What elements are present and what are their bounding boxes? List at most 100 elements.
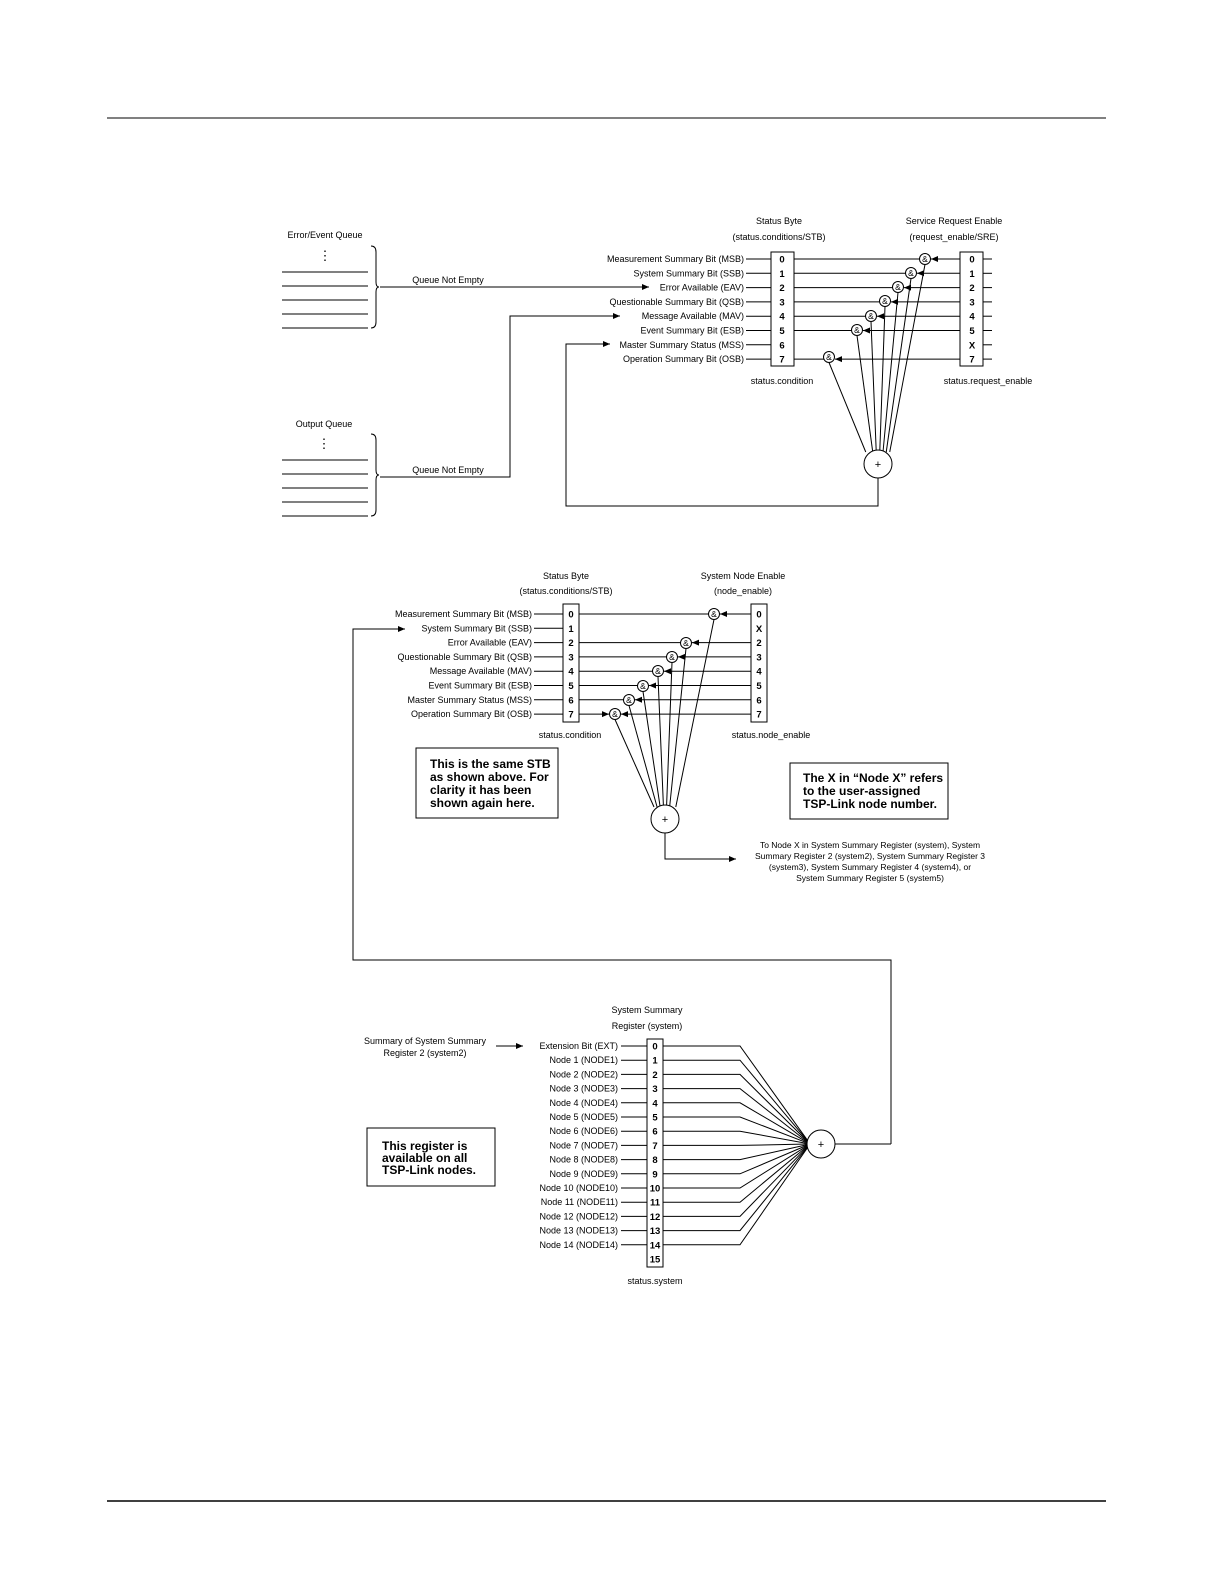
ssr-bit-number-4: 4 <box>652 1098 658 1109</box>
node-stb-bit-number-1: 1 <box>568 624 574 635</box>
ssr-fan-1 <box>663 1059 809 1142</box>
ssr-bit-number-13: 13 <box>650 1226 661 1237</box>
ssr-bit-number-0: 0 <box>652 1042 657 1053</box>
stb-bit-label-5: Event Summary Bit (ESB) <box>640 326 744 336</box>
stb-bit-number-5: 5 <box>779 326 785 337</box>
ssr-register <box>646 1038 664 1268</box>
status-byte-section: Status Byte (status.conditions/STB) Serv… <box>282 216 1032 517</box>
sre-bit-number-0: 0 <box>969 255 974 266</box>
status-system-caption: status.system <box>627 1276 682 1286</box>
node-and-gate-6-symbol: & <box>626 695 632 705</box>
node-enable-subtitle: (node_enable) <box>714 586 772 596</box>
ssr-bit-number-15: 15 <box>650 1255 661 1266</box>
ssr-bit-number-10: 10 <box>650 1184 661 1195</box>
node-stb-bit-label-3: Questionable Summary Bit (QSB) <box>397 652 532 662</box>
gate-to-or-3 <box>879 306 886 453</box>
status-node-enable-caption: status.node_enable <box>732 730 811 740</box>
node-enable-bit-number-5: 5 <box>756 681 762 692</box>
stb-bit-label-3: Questionable Summary Bit (QSB) <box>609 297 744 307</box>
node-stb-bit-number-5: 5 <box>568 681 574 692</box>
status-byte-subtitle: (status.conditions/STB) <box>732 232 825 242</box>
sre-bit-number-2: 2 <box>969 283 974 294</box>
ssr-to-ssb-link <box>352 626 892 1144</box>
ssr-bit-label-12: Node 12 (NODE12) <box>539 1211 618 1221</box>
sre-or-symbol: + <box>875 459 881 471</box>
sre-or-gate <box>863 449 893 479</box>
ssr-bit-number-2: 2 <box>652 1070 657 1081</box>
sre-and-gate-5-symbol: & <box>854 325 860 335</box>
sre-register <box>959 251 984 367</box>
node-stb-bit-number-0: 0 <box>568 610 573 621</box>
node-gate-to-or-7 <box>614 719 655 808</box>
ssr-bit-number-5: 5 <box>652 1113 658 1124</box>
to-node-x-line-2: Summary Register 2 (system2), System Sum… <box>755 851 985 861</box>
sre-and-gate-2 <box>892 281 904 293</box>
ssr-or-symbol: + <box>818 1139 824 1151</box>
stb-bit-label-2: Error Available (EAV) <box>660 283 744 293</box>
ssr-input-label-1: Summary of System Summary <box>364 1036 487 1046</box>
sre-bit-number-1: 1 <box>969 269 975 280</box>
ssr-bit-number-1: 1 <box>652 1056 658 1067</box>
note-same-stb-line-1: This is the same STB <box>430 757 551 771</box>
ssr-fan-11 <box>663 1145 809 1203</box>
node-and-gate-3 <box>666 651 678 663</box>
note-register-line-1: This register is <box>382 1139 468 1153</box>
output-queue-ellipsis: ⋮ <box>318 436 331 451</box>
stb-bit-number-4: 4 <box>779 312 785 323</box>
ssr-bit-number-12: 12 <box>650 1212 661 1223</box>
ssr-bit-label-2: Node 2 (NODE2) <box>549 1069 618 1079</box>
sre-and-gate-5 <box>851 324 863 336</box>
node-stb-bit-label-2: Error Available (EAV) <box>448 638 532 648</box>
note-register-box <box>366 1127 496 1187</box>
ssr-fan-13 <box>663 1146 809 1232</box>
gate-to-or-5 <box>856 335 874 453</box>
note-register-line-2: available on all <box>382 1151 467 1165</box>
ssr-bit-label-11: Node 11 (NODE11) <box>541 1197 618 1207</box>
sre-and-gate-7 <box>823 351 835 363</box>
node-enable-bit-number-1: X <box>756 624 763 635</box>
node-enable-title: System Node Enable <box>701 571 786 581</box>
sre-and-gate-3-symbol: & <box>882 296 888 306</box>
error-queue-ellipsis: ⋮ <box>319 248 332 263</box>
to-node-x-line-4: System Summary Register 5 (system5) <box>796 873 944 883</box>
ssr-fan-14 <box>663 1146 809 1246</box>
stb-bit-number-1: 1 <box>779 269 785 280</box>
note-same-stb-line-2: as shown above. For <box>430 770 549 784</box>
output-queue-stack <box>282 433 380 517</box>
ssr-subtitle: Register (system) <box>612 1021 683 1031</box>
ssr-bit-label-7: Node 7 (NODE7) <box>549 1140 618 1150</box>
ssr-bit-number-14: 14 <box>650 1240 661 1251</box>
stb-bit-number-7: 7 <box>779 355 784 366</box>
sre-and-gate-1 <box>905 267 917 279</box>
node-or-symbol: + <box>662 814 668 826</box>
node-stb-bit-label-1: System Summary Bit (SSB) <box>421 623 532 633</box>
ssr-fan-9 <box>663 1144 809 1175</box>
output-queue-title: Output Queue <box>296 419 353 429</box>
gate-to-or-4 <box>870 321 877 453</box>
error-queue-stack <box>282 245 380 329</box>
status-byte-register <box>770 251 795 367</box>
node-stb-bit-number-2: 2 <box>568 638 573 649</box>
node-and-gate-0-symbol: & <box>711 609 717 619</box>
sre-bit-number-5: 5 <box>969 326 975 337</box>
stb-bit-number-2: 2 <box>779 283 784 294</box>
error-queue-title: Error/Event Queue <box>287 230 362 240</box>
ssr-bit-label-13: Node 13 (NODE13) <box>539 1226 618 1236</box>
stb-bit-number-3: 3 <box>779 297 784 308</box>
ssr-bit-label-1: Node 1 (NODE1) <box>549 1055 618 1065</box>
status-condition-caption-2: status.condition <box>539 730 602 740</box>
ssr-fan-3 <box>663 1088 809 1143</box>
sre-and-gate-0-symbol: & <box>922 254 928 264</box>
sre-and-gate-7-symbol: & <box>826 352 832 362</box>
note-node-x-line-3: TSP-Link node number. <box>803 797 937 811</box>
node-stb-bit-label-6: Master Summary Status (MSS) <box>407 695 532 705</box>
ssr-input-label-2: Register 2 (system2) <box>383 1048 466 1058</box>
node-and-gate-0 <box>708 608 720 620</box>
sre-and-gate-0 <box>919 253 931 265</box>
status-byte-title-2: Status Byte <box>543 571 589 581</box>
node-and-gate-5-symbol: & <box>640 681 646 691</box>
note-node-x-box <box>789 762 949 820</box>
ssr-fan-6 <box>663 1130 809 1145</box>
status-byte-subtitle-2: (status.conditions/STB) <box>519 586 612 596</box>
